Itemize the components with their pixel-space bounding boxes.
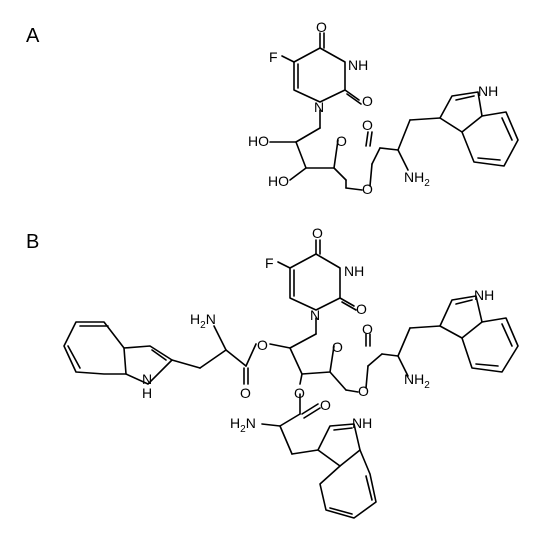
atom-f: F: [269, 49, 278, 65]
panel-b-bonds: [63, 239, 519, 519]
panel-b-atom-labels: O NH F O N O O O H2N N H O O NH2 NH O O …: [142, 225, 494, 435]
panel-a-atom-labels: F O NH O N HO HO O O O NH2 NH: [248, 19, 498, 197]
atom-indole-n: N: [142, 371, 152, 387]
atom-o: O: [362, 181, 373, 197]
atom-o: O: [320, 397, 331, 413]
atom-indole-nh: NH: [478, 83, 498, 99]
atom-o: O: [332, 339, 343, 355]
atom-f: F: [265, 255, 274, 271]
atom-indole-nh: NH: [352, 415, 372, 431]
atom-o: O: [358, 383, 369, 399]
atom-o: O: [362, 321, 373, 337]
atom-indole-h: H: [142, 385, 152, 401]
atom-o: O: [294, 385, 305, 401]
atom-ho: HO: [248, 133, 269, 149]
atom-o: O: [362, 117, 373, 133]
atom-o: O: [356, 301, 367, 317]
atom-ho: HO: [268, 173, 289, 189]
panel-b: B: [26, 225, 519, 519]
atom-h2n: H2N: [230, 415, 256, 435]
atom-n: N: [310, 307, 320, 323]
atom-o: O: [312, 225, 323, 241]
atom-o: O: [257, 337, 268, 353]
atom-h2n: H2N: [190, 311, 216, 331]
atom-o: O: [316, 19, 327, 35]
panel-a-label: A: [26, 25, 40, 47]
atom-nh2: NH2: [404, 169, 430, 189]
panel-b-label: B: [26, 231, 39, 253]
atom-n: N: [314, 99, 324, 115]
atom-o: O: [336, 133, 347, 149]
panel-a: A: [26, 19, 519, 197]
atom-nh: NH: [344, 263, 364, 279]
atom-nh2: NH2: [404, 371, 430, 391]
atom-o: O: [240, 385, 251, 401]
atom-nh: NH: [348, 57, 368, 73]
panel-a-bonds: [269, 32, 519, 191]
atom-o: O: [362, 93, 373, 109]
atom-indole-nh: NH: [474, 287, 494, 303]
